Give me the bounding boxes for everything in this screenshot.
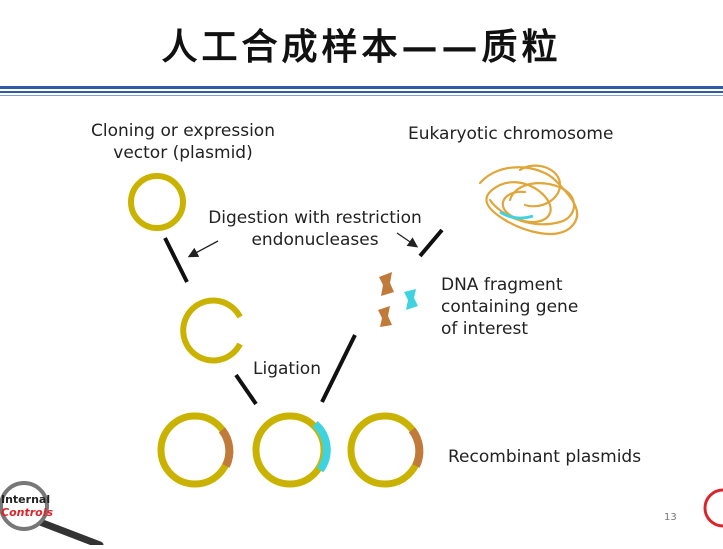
fragment-brown-top [379, 272, 394, 296]
recombinant-plasmid-1 [157, 412, 234, 488]
digestion-line-right [418, 228, 444, 258]
vector-label: Cloning or expression vector (plasmid) [78, 120, 288, 164]
fragment-gene-of-interest [404, 289, 418, 310]
vector-label-line1: Cloning or expression [91, 121, 275, 141]
recombinant-plasmid-3 [347, 412, 424, 488]
digestion-arrow-left [187, 240, 219, 258]
slide-title: 人工合成样本——质粒 [161, 26, 562, 68]
ligation-line-right [320, 334, 357, 403]
title-rule-middle [0, 91, 723, 93]
ligation-label: Ligation [253, 359, 321, 379]
fragment-label-line3: of interest [441, 319, 529, 339]
fragment-brown-bottom [378, 306, 392, 327]
logo-text-line1: Internal [1, 493, 50, 506]
linearized-plasmid [180, 297, 243, 364]
digestion-line-left [163, 237, 189, 283]
internal-controls-logo: Internal Controls [0, 478, 110, 549]
digestion-label: Digestion with restriction endonucleases [195, 207, 435, 251]
vector-label-line2: vector (plasmid) [113, 143, 253, 163]
corner-logo-fragment [703, 488, 723, 528]
chromosome-label: Eukaryotic chromosome [408, 124, 614, 144]
gene-of-interest-segment [499, 210, 534, 220]
title-rule-bottom [0, 95, 723, 96]
vector-plasmid [128, 173, 186, 231]
fragment-label: DNA fragment containing gene of interest [441, 274, 578, 340]
digestion-arrow-right [396, 232, 419, 248]
page-number: 13 [664, 512, 677, 523]
chromosome-scribble [478, 164, 579, 236]
title-rule-top [0, 86, 723, 89]
dna-fragments [378, 272, 418, 327]
recombinant-label: Recombinant plasmids [448, 447, 642, 467]
magnifier-icon: Internal Controls [0, 481, 104, 549]
ligation-line-left [234, 373, 258, 406]
fragment-label-line2: containing gene [441, 297, 579, 317]
logo-text-line2: Controls [1, 506, 53, 519]
digestion-label-line2: endonucleases [251, 230, 379, 250]
fragment-label-line1: DNA fragment [441, 275, 563, 295]
recombinant-plasmid-2 [252, 412, 331, 488]
digestion-label-line1: Digestion with restriction [208, 208, 422, 228]
